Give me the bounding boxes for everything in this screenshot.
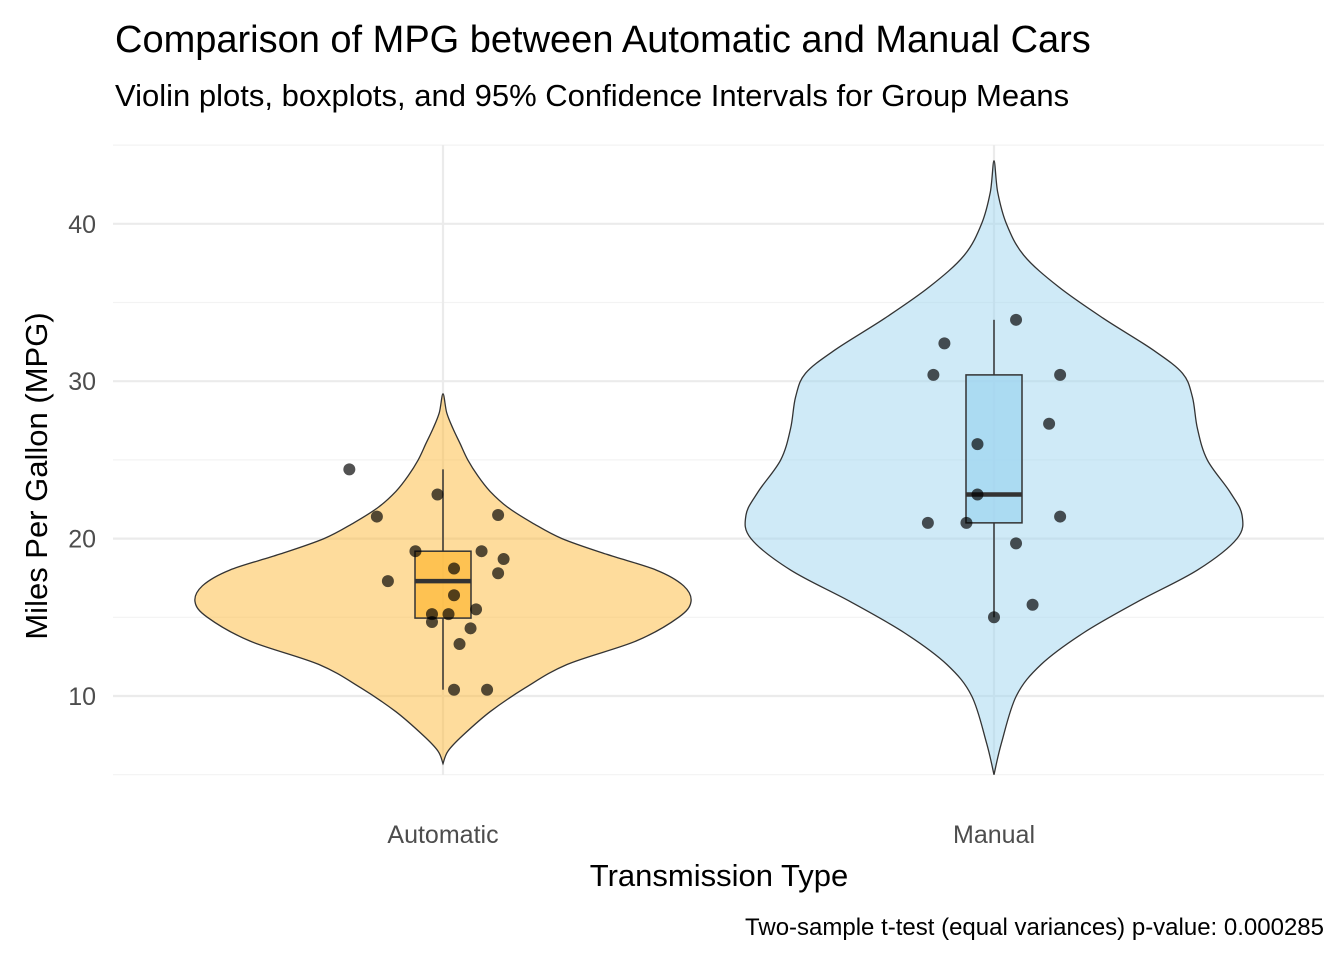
y-tick-label: 20 bbox=[68, 526, 96, 554]
data-point bbox=[470, 603, 483, 616]
data-point bbox=[448, 589, 461, 602]
data-point bbox=[370, 510, 383, 523]
data-point bbox=[988, 611, 1000, 624]
y-tick-label: 10 bbox=[68, 683, 96, 711]
data-point bbox=[409, 545, 422, 558]
data-point bbox=[475, 545, 488, 558]
data-point bbox=[448, 683, 461, 696]
x-axis-title: Transmission Type bbox=[590, 858, 848, 893]
data-point bbox=[448, 562, 461, 575]
y-axis-title: Miles Per Gallon (MPG) bbox=[19, 312, 54, 639]
data-point bbox=[497, 553, 510, 566]
data-point bbox=[343, 463, 356, 476]
data-point bbox=[492, 508, 505, 521]
data-points bbox=[343, 313, 1067, 696]
chart-subtitle: Violin plots, boxplots, and 95% Confiden… bbox=[115, 78, 1069, 113]
chart-caption: Two-sample t-test (equal variances) p-va… bbox=[745, 914, 1324, 941]
chart-title: Comparison of MPG between Automatic and … bbox=[115, 19, 1091, 61]
y-tick-label: 30 bbox=[68, 368, 96, 396]
data-point bbox=[927, 368, 940, 381]
data-point bbox=[921, 516, 934, 529]
x-tick-label: Manual bbox=[953, 821, 1035, 849]
data-point bbox=[442, 608, 455, 621]
data-point bbox=[464, 622, 477, 635]
data-point bbox=[1054, 368, 1067, 381]
y-axis-ticks: 10 20 30 40 bbox=[68, 211, 96, 711]
x-axis-ticks: Automatic Manual bbox=[387, 821, 1035, 849]
data-point bbox=[1054, 510, 1067, 523]
data-point bbox=[453, 638, 466, 651]
data-point bbox=[492, 567, 505, 580]
data-point bbox=[381, 575, 394, 588]
data-point bbox=[1043, 417, 1056, 430]
data-point bbox=[971, 488, 984, 501]
data-point bbox=[431, 488, 444, 501]
data-point bbox=[1010, 313, 1023, 326]
boxplots bbox=[414, 319, 1023, 690]
data-point bbox=[1026, 598, 1039, 611]
data-point bbox=[481, 683, 494, 696]
y-tick-label: 40 bbox=[68, 211, 96, 239]
data-point bbox=[971, 438, 984, 451]
box-automatic bbox=[414, 550, 472, 619]
data-point bbox=[938, 337, 951, 350]
data-point bbox=[960, 516, 973, 529]
data-point bbox=[425, 616, 438, 629]
data-point bbox=[1010, 537, 1023, 550]
x-tick-label: Automatic bbox=[387, 821, 498, 849]
